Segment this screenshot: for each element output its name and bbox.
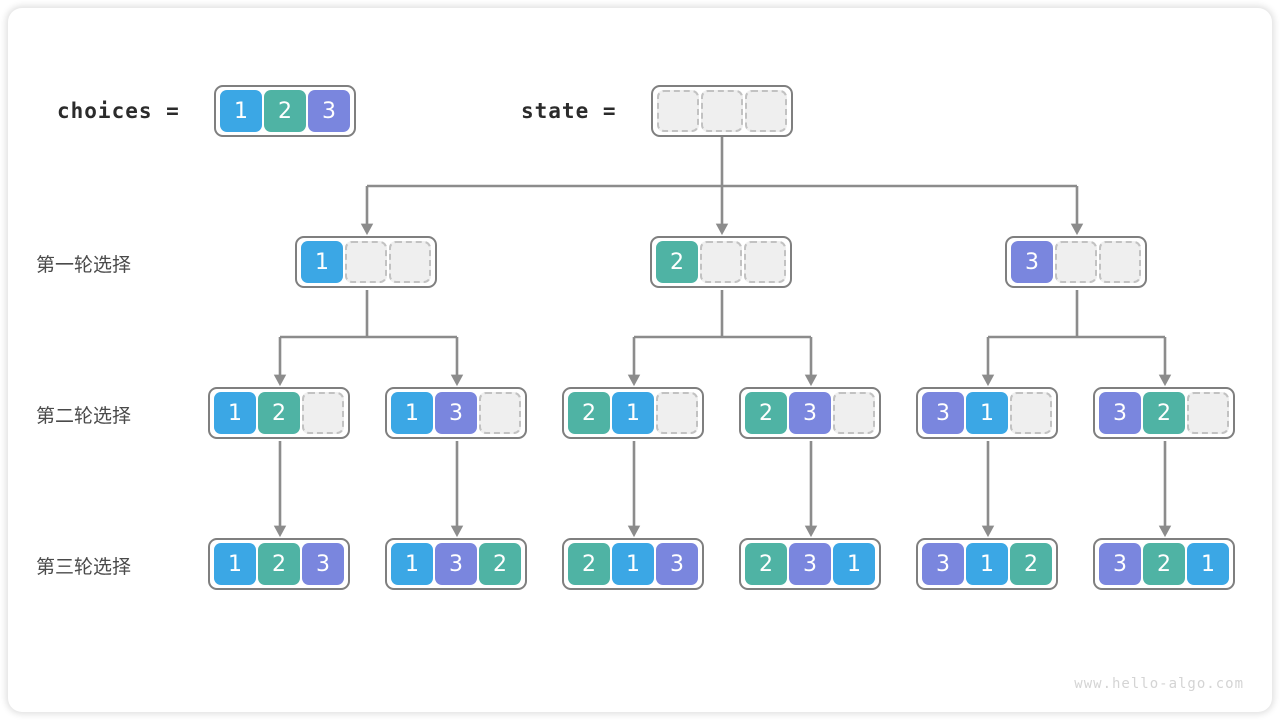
choices-cell-filled: 2: [264, 90, 306, 132]
node-cell-filled: 3: [302, 543, 344, 585]
node-cell-filled: 2: [656, 241, 698, 283]
state-cell-empty: [657, 90, 699, 132]
node-cell-empty: [833, 392, 875, 434]
node-cell-filled: 3: [435, 543, 477, 585]
choices-cell-filled: 1: [220, 90, 262, 132]
node-cell-filled: 1: [833, 543, 875, 585]
node-cell-empty: [656, 392, 698, 434]
node-cell-empty: [1010, 392, 1052, 434]
node-cell-filled: 2: [258, 392, 300, 434]
node-cell-filled: 3: [789, 392, 831, 434]
row-label-round-3: 第三轮选择: [36, 556, 132, 578]
node-cell-empty: [1055, 241, 1097, 283]
node-cell-filled: 1: [391, 543, 433, 585]
node-cell-empty: [1187, 392, 1229, 434]
node-cell-filled: 3: [1099, 392, 1141, 434]
node-cell-filled: 2: [479, 543, 521, 585]
node-cell-filled: 2: [1143, 392, 1185, 434]
node-cell-filled: 1: [214, 392, 256, 434]
node-cell-filled: 3: [1011, 241, 1053, 283]
node-cell-empty: [345, 241, 387, 283]
tree-node: 3: [1005, 236, 1147, 288]
node-cell-filled: 3: [435, 392, 477, 434]
node-cell-filled: 2: [1143, 543, 1185, 585]
node-cell-filled: 3: [789, 543, 831, 585]
choices-cell-filled: 3: [308, 90, 350, 132]
node-cell-filled: 3: [922, 543, 964, 585]
node-cell-filled: 2: [568, 543, 610, 585]
node-cell-filled: 1: [1187, 543, 1229, 585]
node-cell-filled: 1: [966, 543, 1008, 585]
node-cell-filled: 2: [258, 543, 300, 585]
node-cell-empty: [744, 241, 786, 283]
node-cell-empty: [479, 392, 521, 434]
node-cell-filled: 1: [301, 241, 343, 283]
node-cell-filled: 1: [966, 392, 1008, 434]
node-cell-empty: [700, 241, 742, 283]
watermark: www.hello-algo.com: [1074, 676, 1244, 692]
row-label-round-1: 第一轮选择: [36, 254, 132, 276]
choices-label: choices =: [57, 99, 180, 123]
node-cell-filled: 2: [745, 543, 787, 585]
node-cell-filled: 1: [391, 392, 433, 434]
state-cell-empty: [745, 90, 787, 132]
node-cell-empty: [302, 392, 344, 434]
state-label: state =: [521, 99, 617, 123]
node-cell-filled: 3: [922, 392, 964, 434]
node-cell-filled: 2: [568, 392, 610, 434]
row-label-round-2: 第二轮选择: [36, 405, 132, 427]
state-cell-empty: [701, 90, 743, 132]
node-cell-filled: 1: [612, 543, 654, 585]
node-cell-filled: 3: [656, 543, 698, 585]
node-cell-filled: 2: [745, 392, 787, 434]
node-cell-empty: [1099, 241, 1141, 283]
state-array: [651, 85, 793, 137]
node-cell-filled: 1: [612, 392, 654, 434]
node-cell-filled: 2: [1010, 543, 1052, 585]
node-cell-filled: 3: [1099, 543, 1141, 585]
tree-node: 1: [295, 236, 437, 288]
node-cell-empty: [389, 241, 431, 283]
node-cell-filled: 1: [214, 543, 256, 585]
tree-node: 2: [650, 236, 792, 288]
